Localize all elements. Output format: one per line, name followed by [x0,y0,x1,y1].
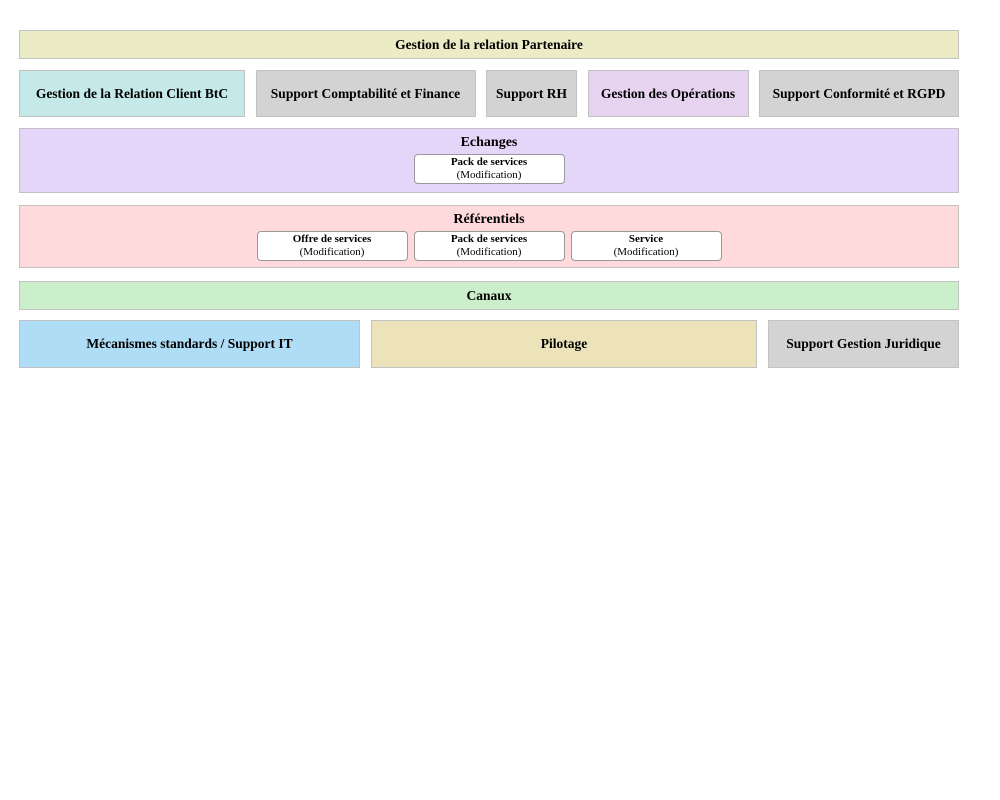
block-label: Gestion de la Relation Client BtC [35,85,229,101]
block-label: Support Gestion Juridique [786,336,941,352]
block-gestion-relation-client-btc[interactable]: Gestion de la Relation Client BtC [19,70,245,117]
chip-pack-de-services[interactable]: Pack de services (Modification) [413,154,565,184]
echanges-items: Pack de services (Modification) [20,154,958,184]
top-bar-gestion-relation-partenaire[interactable]: Gestion de la relation Partenaire [19,30,959,59]
chip-service[interactable]: Service (Modification) [570,231,722,261]
partner-relationship-capability-map: Gestion de la relation Partenaire Gestio… [19,30,959,368]
bottom-row: Mécanismes standards / Support IT Pilota… [19,320,959,368]
block-support-rh[interactable]: Support RH [486,70,577,117]
top-bar-label: Gestion de la relation Partenaire [395,36,583,52]
block-label: Pilotage [540,336,588,352]
section-canaux-title: Canaux [466,287,512,303]
block-pilotage[interactable]: Pilotage [371,320,757,368]
block-support-gestion-juridique[interactable]: Support Gestion Juridique [768,320,959,368]
block-label: Gestion des Opérations [600,85,736,101]
capability-row: Gestion de la Relation Client BtC Suppor… [19,70,959,117]
block-gestion-des-operations[interactable]: Gestion des Opérations [587,70,749,117]
chip-pack-de-services[interactable]: Pack de services (Modification) [413,231,565,261]
section-echanges[interactable]: Echanges Pack de services (Modification) [19,128,959,193]
section-referentiels-title: Référentiels [453,212,525,227]
block-mecanismes-standards-support-it[interactable]: Mécanismes standards / Support IT [19,320,360,368]
block-label: Support Comptabilité et Finance [270,85,461,101]
chip-title: Service [628,232,664,245]
section-canaux[interactable]: Canaux [19,281,959,310]
chip-title: Offre de services [292,232,372,245]
chip-subtitle: (Modification) [456,169,522,181]
chip-subtitle: (Modification) [613,246,679,258]
block-support-conformite-rgpd[interactable]: Support Conformité et RGPD [759,70,959,117]
block-support-comptabilite-finance[interactable]: Support Comptabilité et Finance [255,70,476,117]
block-label: Support Conformité et RGPD [772,85,946,101]
chip-subtitle: (Modification) [456,246,522,258]
chip-title: Pack de services [450,232,528,245]
section-referentiels[interactable]: Référentiels Offre de services (Modifica… [19,205,959,268]
referentiels-items: Offre de services (Modification) Pack de… [20,231,958,261]
chip-title: Pack de services [450,155,528,168]
block-label: Mécanismes standards / Support IT [86,336,293,352]
chip-subtitle: (Modification) [299,246,365,258]
section-echanges-title: Echanges [460,135,518,150]
chip-offre-de-services[interactable]: Offre de services (Modification) [256,231,408,261]
block-label: Support RH [496,85,567,101]
